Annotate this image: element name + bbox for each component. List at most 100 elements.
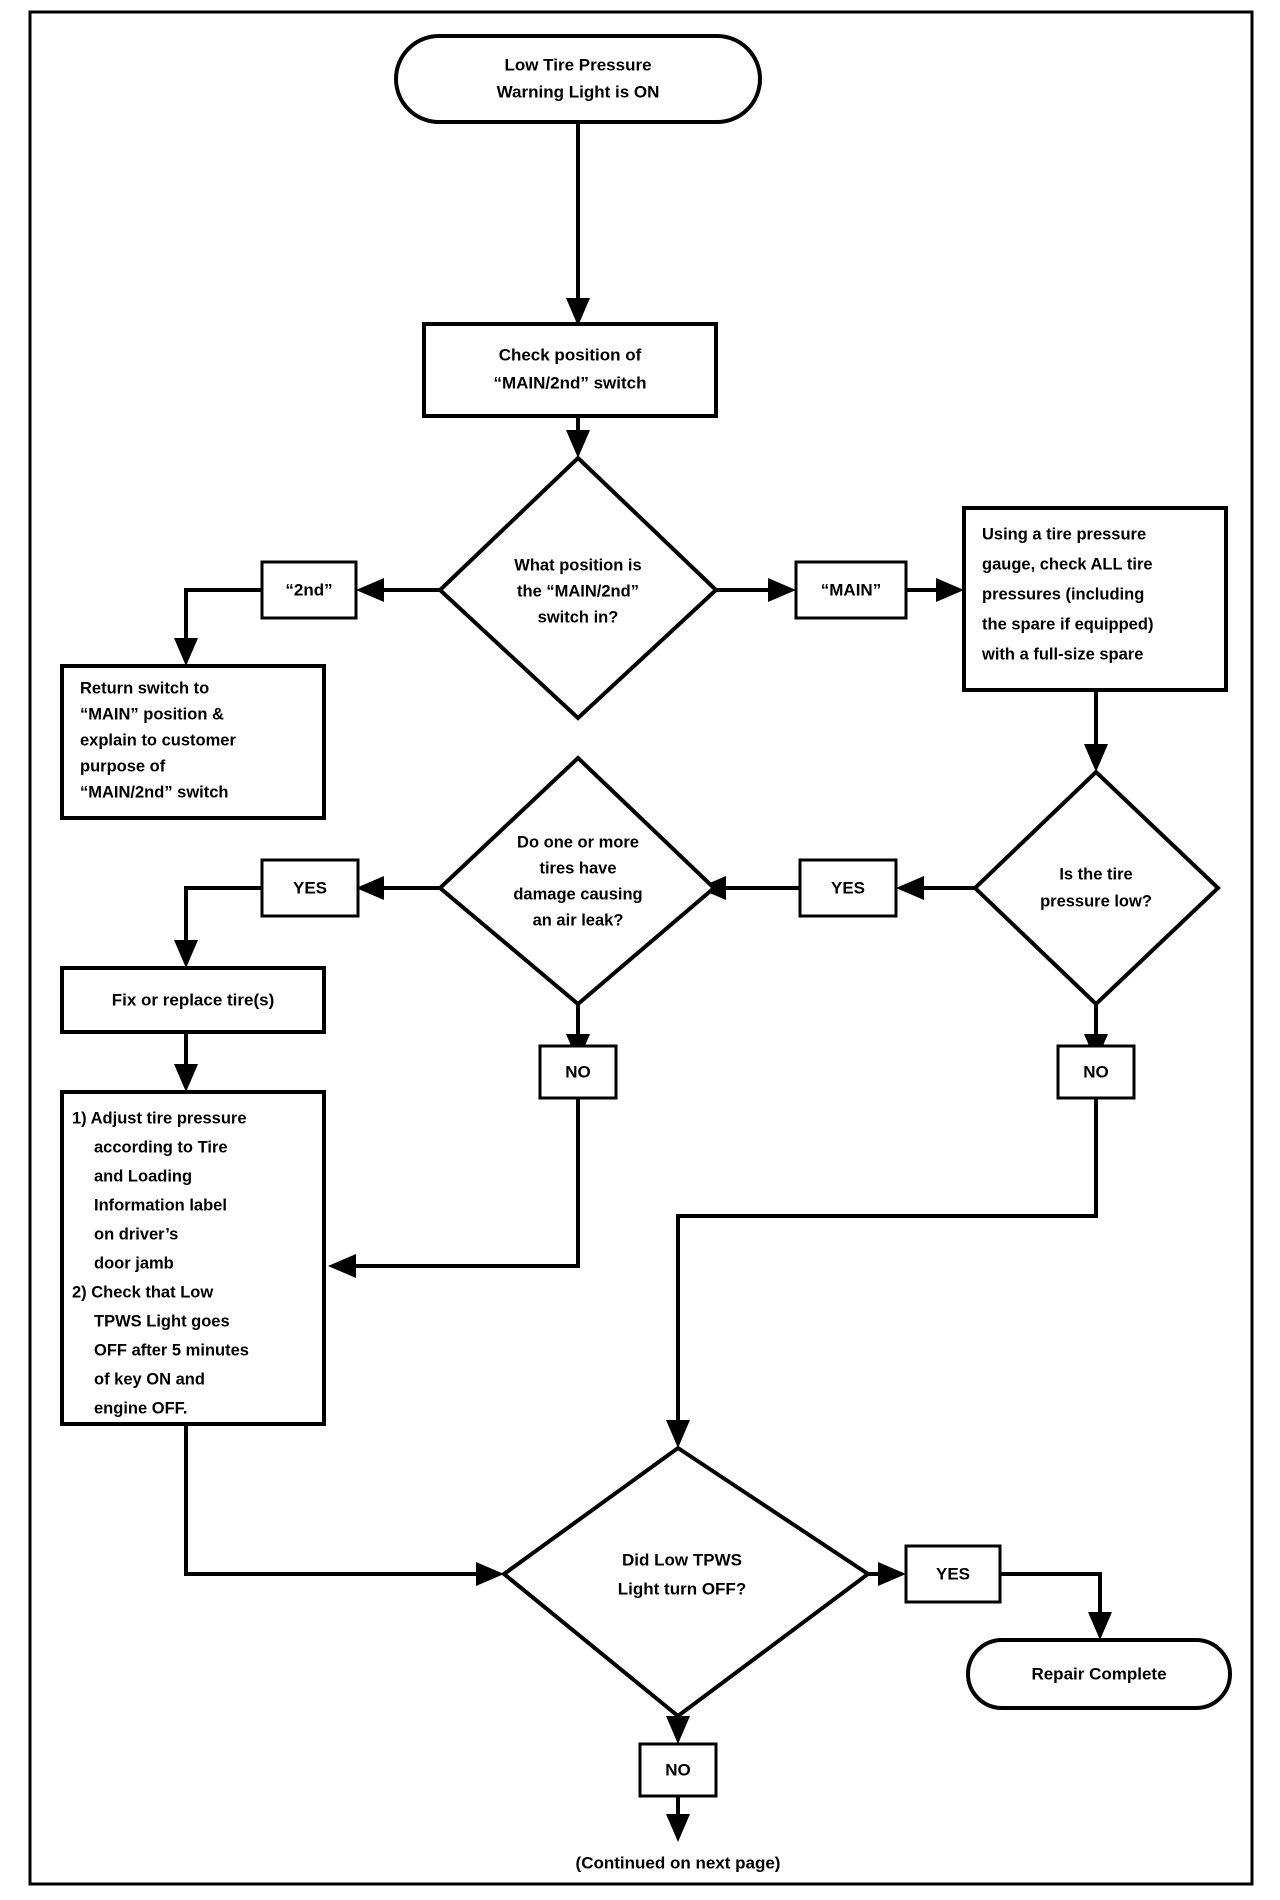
pressure-low-shape — [972, 769, 1221, 1007]
node-what-position[interactable]: What position is the “MAIN/2nd” switch i… — [437, 455, 719, 721]
label-yes-pressure[interactable]: YES — [798, 858, 898, 918]
start-label-line2: Warning Light is ON — [497, 82, 660, 101]
arrowhead-2nd-to-return — [174, 638, 198, 666]
label-no-pressure-text: NO — [1083, 1062, 1109, 1081]
label-yes-pressure-shape — [798, 858, 898, 918]
arrowhead-no-to-tpws — [666, 1420, 690, 1448]
fix-tires-label: Fix or replace tire(s) — [112, 990, 275, 1009]
label-no-tpws-shape — [638, 1742, 718, 1798]
tire-damage-label-line3: damage causing — [513, 885, 642, 903]
node-check-switch[interactable]: Check position of “MAIN/2nd” switch — [422, 322, 718, 418]
adjust-steps-shape — [60, 1090, 326, 1426]
node-fix-tires[interactable]: Fix or replace tire(s) — [60, 966, 326, 1034]
connector-yes-to-repaircomplete — [1000, 1572, 1102, 1624]
label-yes-damage-text: YES — [293, 878, 327, 897]
adjust-steps-line-8: TPWS Light goes — [94, 1312, 230, 1330]
adjust-steps-line-3: and Loading — [94, 1167, 192, 1185]
adjust-steps-line-4: Information label — [94, 1196, 227, 1214]
start-terminator-shape — [394, 34, 762, 124]
label-no-damage-shape — [538, 1044, 618, 1100]
adjust-steps-line-7: 2) Check that Low — [72, 1283, 213, 1301]
label-2nd-text: “2nd” — [285, 580, 332, 599]
connector-yes-to-fixtires — [184, 886, 262, 952]
node-pressure-low[interactable]: Is the tire pressure low? — [972, 769, 1221, 1007]
return-switch-label-line1: Return switch to — [80, 679, 209, 697]
adjust-steps-line-10: of key ON and — [94, 1370, 205, 1388]
page-border — [28, 10, 1254, 1886]
check-pressures-label-line2: gauge, check ALL tire — [982, 555, 1153, 573]
label-main-shape — [794, 560, 908, 620]
adjust-steps-line-5: on driver’s — [94, 1225, 178, 1243]
label-no-pressure[interactable]: NO — [1056, 1044, 1136, 1100]
arrowhead-tpws-to-yes — [878, 1562, 906, 1586]
what-position-shape — [437, 455, 719, 721]
label-no-damage[interactable]: NO — [538, 1044, 618, 1100]
label-no-pressure-shape — [1056, 1044, 1136, 1100]
pressure-low-label-line2: pressure low? — [1040, 892, 1152, 910]
label-main[interactable]: “MAIN” — [794, 560, 908, 620]
label-yes-tpws[interactable]: YES — [904, 1544, 1002, 1604]
check-pressures-label-line4: the spare if equipped) — [982, 615, 1153, 633]
arrowhead-check-to-decision — [566, 430, 590, 458]
adjust-steps-line-2: according to Tire — [94, 1138, 228, 1156]
check-pressures-label-line1: Using a tire pressure — [982, 525, 1146, 543]
arrowhead-pressurelow-to-yes — [896, 876, 924, 900]
tpws-off-label-line2: Light turn OFF? — [618, 1579, 746, 1598]
arrowhead-yes-to-repaircomplete — [1088, 1612, 1112, 1640]
arrowhead-adjust-to-tpws — [476, 1562, 504, 1586]
adjust-steps-line-1: 1) Adjust tire pressure — [72, 1109, 247, 1127]
fix-tires-shape — [60, 966, 326, 1034]
arrowhead-decision-to-main — [768, 578, 796, 602]
adjust-steps-line-9: OFF after 5 minutes — [94, 1341, 249, 1359]
what-position-label-line2: the “MAIN/2nd” — [517, 582, 639, 600]
return-switch-label-line2: “MAIN” position & — [80, 705, 224, 723]
arrowhead-tpws-to-no — [666, 1716, 690, 1744]
start-label-line1: Low Tire Pressure — [504, 55, 651, 74]
check-switch-label-line1: Check position of — [499, 345, 642, 364]
repair-complete-shape — [966, 1638, 1232, 1710]
node-adjust-steps[interactable]: 1) Adjust tire pressure according to Tir… — [60, 1090, 326, 1426]
tire-damage-shape — [436, 755, 717, 1007]
arrowhead-tiredamage-to-yes — [356, 876, 384, 900]
arrowhead-decision-to-2nd — [356, 578, 384, 602]
node-return-switch[interactable]: Return switch to “MAIN” position & expla… — [60, 664, 326, 820]
label-yes-pressure-text: YES — [831, 878, 865, 897]
tpws-off-label-line1: Did Low TPWS — [622, 1550, 742, 1569]
label-no-damage-text: NO — [565, 1062, 591, 1081]
repair-complete-label: Repair Complete — [1031, 1664, 1166, 1683]
adjust-steps-line-11: engine OFF. — [94, 1399, 188, 1417]
label-no-tpws-text: NO — [665, 1760, 691, 1779]
node-check-pressures[interactable]: Using a tire pressure gauge, check ALL t… — [962, 506, 1228, 692]
label-yes-tpws-text: YES — [936, 1564, 970, 1583]
node-tpws-off[interactable]: Did Low TPWS Light turn OFF? — [500, 1445, 872, 1719]
continued-caption: (Continued on next page) — [576, 1853, 781, 1872]
return-switch-shape — [60, 664, 326, 820]
node-start[interactable]: Low Tire Pressure Warning Light is ON — [394, 34, 762, 124]
label-yes-damage[interactable]: YES — [260, 858, 360, 918]
arrowhead-fixtires-to-adjust — [174, 1064, 198, 1092]
label-2nd[interactable]: “2nd” — [260, 560, 358, 620]
tire-damage-label-line4: an air leak? — [533, 911, 624, 929]
label-main-text: “MAIN” — [821, 580, 881, 599]
return-switch-label-line4: purpose of — [80, 757, 166, 775]
check-switch-shape — [422, 322, 718, 418]
check-switch-label-line2: “MAIN/2nd” switch — [493, 373, 646, 392]
tire-damage-label-line1: Do one or more — [517, 833, 639, 851]
node-repair-complete[interactable]: Repair Complete — [966, 1638, 1232, 1710]
check-pressures-label-line3: pressures (including — [982, 585, 1144, 603]
connector-2nd-to-return — [184, 588, 262, 650]
node-tire-damage[interactable]: Do one or more tires have damage causing… — [436, 755, 717, 1007]
arrowhead-checkpressures-to-pressurelow — [1084, 744, 1108, 772]
label-2nd-shape — [260, 560, 358, 620]
connector-adjust-to-tpws — [184, 1424, 488, 1576]
return-switch-label-line3: explain to customer — [80, 731, 236, 749]
label-yes-tpws-shape — [904, 1544, 1002, 1604]
tpws-off-shape — [500, 1445, 872, 1719]
connector-no-to-tpws — [676, 1098, 1098, 1432]
label-no-tpws[interactable]: NO — [638, 1742, 718, 1798]
what-position-label-line3: switch in? — [538, 608, 619, 626]
adjust-steps-line-6: door jamb — [94, 1254, 174, 1272]
tire-damage-label-line2: tires have — [539, 859, 616, 877]
return-switch-label-line5: “MAIN/2nd” switch — [80, 783, 229, 801]
